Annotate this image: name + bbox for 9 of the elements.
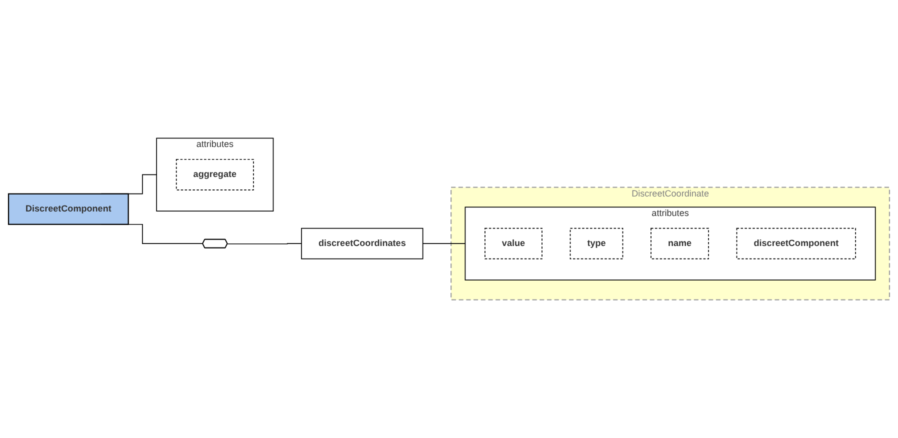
node-box: DiscreetComponent (8, 193, 129, 225)
connector (422, 243, 466, 244)
node-box: aggregate (176, 158, 254, 190)
node-box: value (484, 228, 542, 260)
node-box: name (650, 228, 709, 260)
node-box: type (570, 228, 624, 260)
node-box: discreetComponent (736, 228, 856, 260)
node-box: discreetCoordinates (301, 228, 424, 260)
connector (227, 243, 302, 244)
